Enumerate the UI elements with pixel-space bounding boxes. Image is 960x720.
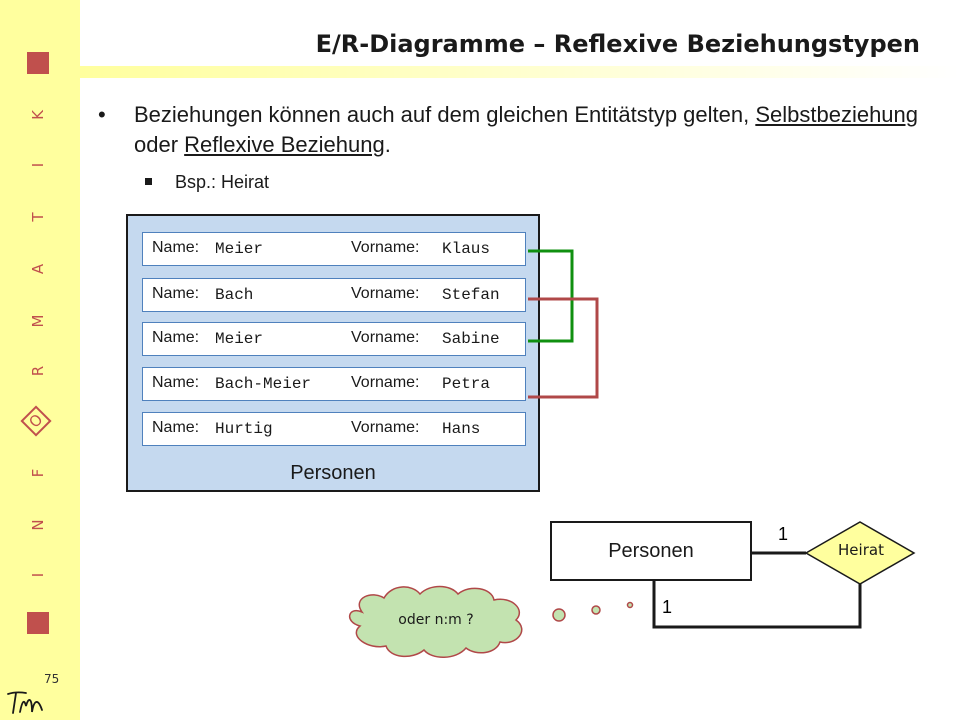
bullet-text-middle: oder <box>134 132 185 157</box>
name-value: Bach <box>215 286 254 304</box>
vorname-label: Vorname: <box>351 285 420 302</box>
vorname-label: Vorname: <box>351 374 420 391</box>
bullet-text-end: . <box>384 132 391 157</box>
term-reflexive-beziehung: Reflexive Beziehung <box>184 132 385 157</box>
thought-bubble-medium <box>591 605 601 615</box>
page-title: E/R-Diagramme – Reflexive Beziehungstype… <box>315 30 920 58</box>
bullet-dot: • <box>98 102 106 127</box>
thought-bubble-large <box>552 608 566 622</box>
sidebar: K I T A M R O F N I 75 TM <box>0 0 80 720</box>
page-number: 75 <box>44 672 60 686</box>
red-square-top <box>27 52 49 74</box>
name-label: Name: <box>152 419 200 436</box>
table-row: Name: Meier Vorname: Sabine <box>142 322 526 356</box>
thought-cloud <box>349 585 523 658</box>
name-value: Bach-Meier <box>215 375 312 393</box>
vorname-value: Petra <box>442 375 491 393</box>
red-link-line <box>528 297 599 399</box>
sub-bullet-text: Bsp.: Heirat <box>175 172 270 192</box>
square-bullet-icon <box>145 178 152 185</box>
name-value: Meier <box>215 330 264 348</box>
cardinality-bottom: 1 <box>662 597 673 617</box>
table-row: Name: Meier Vorname: Klaus <box>142 232 526 266</box>
vorname-value: Hans <box>442 420 481 438</box>
thought-bubble-small <box>626 601 634 609</box>
vorname-value: Sabine <box>442 330 500 348</box>
title-underline <box>80 66 960 78</box>
personen-entity: Personen <box>550 521 752 581</box>
term-selbstbeziehung: Selbstbeziehung <box>755 102 919 127</box>
name-value: Hurtig <box>215 420 273 438</box>
vorname-label: Vorname: <box>351 419 420 436</box>
green-link-line <box>528 249 574 343</box>
red-square-bottom <box>27 612 49 634</box>
bullet-text: Beziehungen können auch auf dem gleichen… <box>134 100 934 160</box>
vorname-label: Vorname: <box>351 239 420 256</box>
name-label: Name: <box>152 239 200 256</box>
name-value: Meier <box>215 240 264 258</box>
vorname-label: Vorname: <box>351 329 420 346</box>
er-line-bottom <box>652 581 862 629</box>
name-label: Name: <box>152 285 200 302</box>
relationship-label: Heirat <box>838 541 884 559</box>
bullet-text-start: Beziehungen können auch auf dem gleichen… <box>134 102 756 127</box>
table-row: Name: Bach Vorname: Stefan <box>142 278 526 312</box>
vorname-value: Stefan <box>442 286 500 304</box>
table-row: Name: Hurtig Vorname: Hans <box>142 412 526 446</box>
heirat-diamond <box>804 521 916 585</box>
name-label: Name: <box>152 329 200 346</box>
tm-logo: TM <box>7 691 43 714</box>
table-row: Name: Bach-Meier Vorname: Petra <box>142 367 526 401</box>
vorname-value: Klaus <box>442 240 491 258</box>
name-label: Name: <box>152 374 200 391</box>
thought-text: oder n:m ? <box>398 612 474 628</box>
cardinality-top: 1 <box>778 524 789 544</box>
table-label: Personen <box>290 462 376 484</box>
